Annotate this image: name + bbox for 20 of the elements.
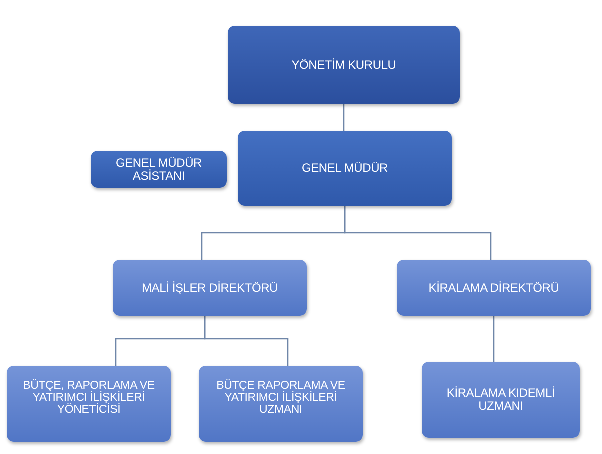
org-box	[199, 366, 363, 442]
connector-line	[493, 316, 495, 362]
org-box	[91, 151, 227, 188]
role-title: GENEL MÜDÜR ASİSTANI	[114, 156, 204, 182]
org-box	[7, 366, 171, 442]
connector-line	[344, 206, 492, 260]
org-box	[422, 362, 580, 438]
role-title: GENEL MÜDÜR	[302, 162, 388, 175]
role-title: KİRALAMA DİREKTÖRÜ	[428, 282, 560, 294]
role-title: YÖNETİM KURULU	[292, 58, 396, 72]
org-box	[113, 260, 307, 316]
org-box	[238, 131, 452, 206]
role-title: MALİ İŞLER DİREKTÖRÜ	[142, 282, 278, 294]
org-box	[397, 260, 591, 316]
connector-line	[204, 316, 289, 366]
role-title: BÜTÇE, RAPORLAMA VE YATIRIMCI İLİŞKİLERİ YÖNETİCİSİ	[22, 380, 156, 416]
role-title: BÜTÇE RAPORLAMA VE YATIRIMCI İLİŞKİLERİ UZMANI	[216, 380, 346, 416]
role-title: KİRALAMA KIDEMLİ UZMANI	[446, 387, 556, 413]
connector-line	[343, 104, 345, 131]
org-box	[228, 26, 460, 104]
